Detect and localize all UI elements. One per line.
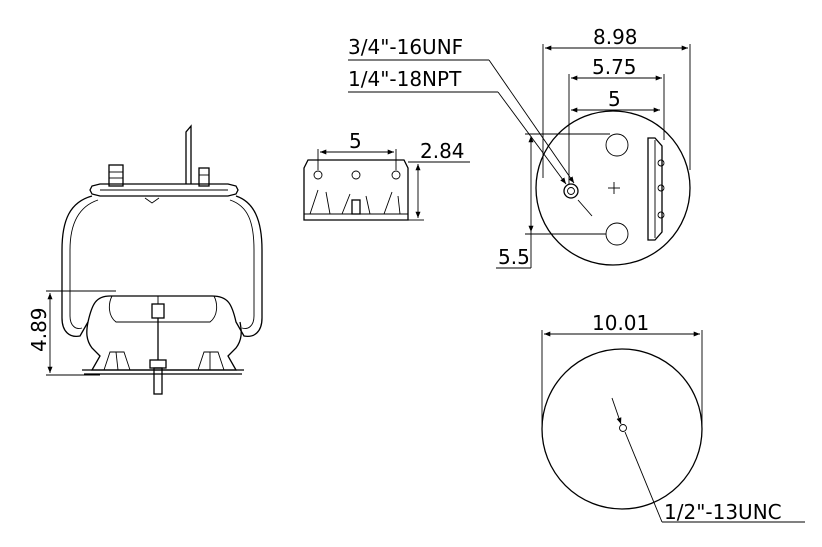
air-spring-side-view: 4.89 (27, 124, 263, 395)
bracket-width-dim: 5 (349, 129, 362, 153)
bottom-view: 10.01 1/2"-13UNC (541, 311, 805, 524)
thread-callout-1-2-unc: 1/2"-13UNC (664, 500, 782, 524)
thread-callout-3-4-unf: 3/4"-16UNF (348, 35, 463, 59)
thread-callout-1-4-npt: 1/4"-18NPT (348, 67, 462, 91)
bracket-view: 5 2.84 (303, 129, 470, 221)
bottom-view-diameter-dim: 10.01 (592, 311, 649, 335)
bracket-height-dim: 2.84 (420, 139, 465, 163)
top-view: 8.98 5.75 5 5.5 3/4"-16UNF 1/4"-18NPT (348, 25, 691, 269)
top-view-dim-inner: 5 (608, 87, 621, 111)
top-view-dim-middle: 5.75 (592, 55, 637, 79)
top-view-dim-outer: 8.98 (593, 25, 638, 49)
side-view-height-dim: 4.89 (27, 307, 51, 352)
top-view-dim-vertical: 5.5 (498, 245, 530, 269)
